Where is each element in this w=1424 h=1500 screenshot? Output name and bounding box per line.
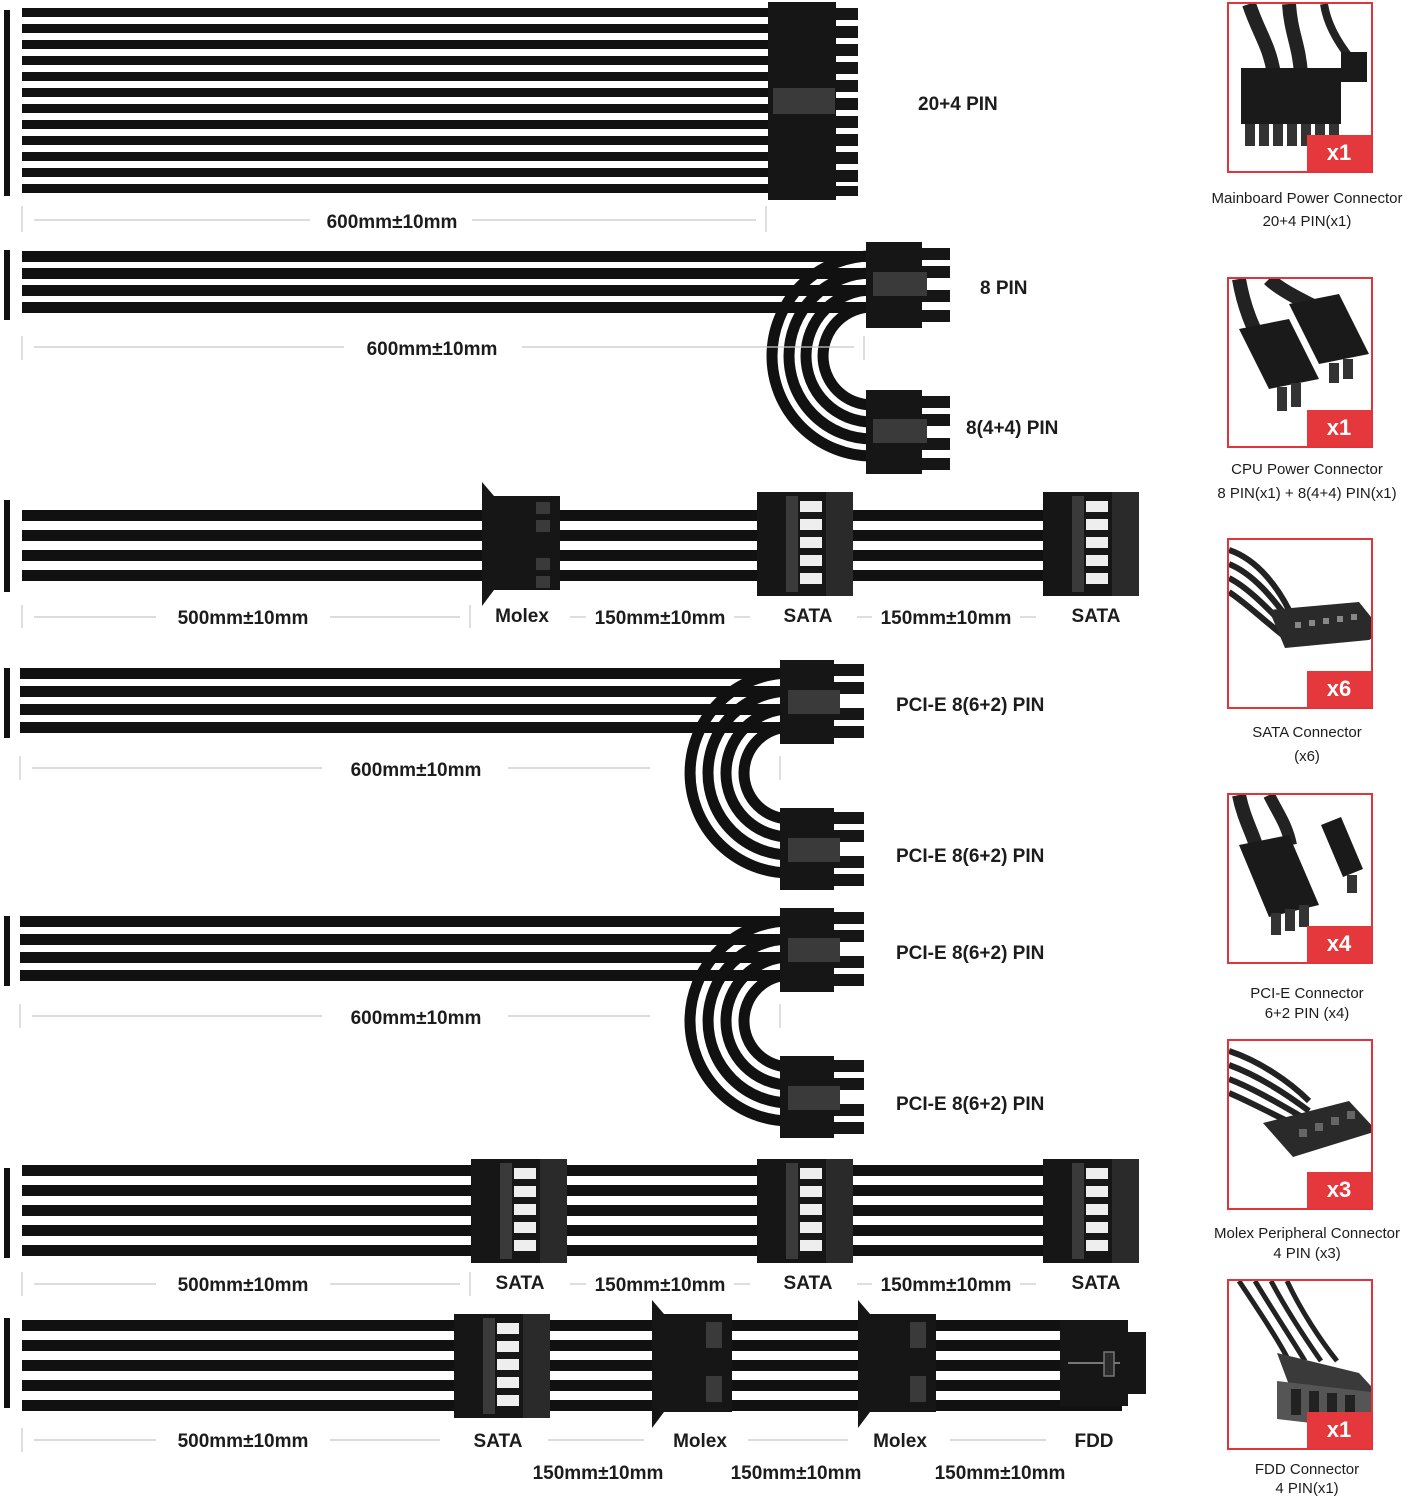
- molex-connector: [652, 1300, 732, 1428]
- connector-label: PCI-E 8(6+2) PIN: [896, 695, 1044, 716]
- length-label: 150mm±10mm: [731, 1463, 862, 1484]
- connector-cards: x1 Mainboard Power Connector 20+4 PIN(x1…: [1190, 0, 1424, 1500]
- connector-label: SATA: [1072, 1273, 1121, 1294]
- length-label: 150mm±10mm: [881, 1275, 1012, 1296]
- sata-connector: [1043, 492, 1139, 596]
- quantity-badge: x4: [1307, 926, 1371, 962]
- cpu-8pin-connector: [866, 242, 950, 328]
- cable-sata-molex-molex-fdd: SATA Molex Molex FDD 500mm±10mm 150mm±10…: [4, 1300, 1146, 1484]
- card-caption: (x6): [1294, 748, 1320, 765]
- pcie-connector: [780, 660, 864, 744]
- fdd-connector-icon: x1: [1227, 1279, 1373, 1450]
- length-label: 500mm±10mm: [178, 1275, 309, 1296]
- card-caption: 4 PIN(x1): [1275, 1480, 1339, 1497]
- length-label: 150mm±10mm: [935, 1463, 1066, 1484]
- connector-label: SATA: [496, 1273, 545, 1294]
- card-caption: PCI-E Connector: [1250, 985, 1364, 1002]
- cable-sata-sata-sata: SATA SATA SATA 500mm±10mm 150mm±10mm 150…: [4, 1159, 1139, 1296]
- fdd-connector: [1060, 1320, 1146, 1406]
- length-label: 150mm±10mm: [881, 608, 1012, 629]
- length-label: 600mm±10mm: [351, 1008, 482, 1029]
- cable-molex-sata-sata: Molex SATA SATA 500mm±10mm 150mm±10mm 15…: [4, 482, 1139, 629]
- length-label: 500mm±10mm: [178, 1431, 309, 1452]
- connector-label: SATA: [784, 1273, 833, 1294]
- length-label: 150mm±10mm: [595, 1275, 726, 1296]
- length-label: 150mm±10mm: [533, 1463, 664, 1484]
- card-caption: Molex Peripheral Connector: [1214, 1225, 1400, 1242]
- card-caption: SATA Connector: [1252, 724, 1362, 741]
- quantity-badge: x1: [1307, 410, 1371, 446]
- connector-label: SATA: [474, 1431, 523, 1452]
- cable-cpu-8pin: 8 PIN 8(4+4) PIN 600mm±10mm: [4, 242, 1058, 474]
- connector-label: SATA: [1072, 606, 1121, 627]
- connector-label: Molex: [495, 606, 549, 627]
- length-label: 500mm±10mm: [178, 608, 309, 629]
- connector-label: PCI-E 8(6+2) PIN: [896, 1094, 1044, 1115]
- connector-label: 8(4+4) PIN: [966, 418, 1058, 439]
- sata-connector-icon: x6: [1227, 538, 1373, 709]
- cable-diagram: 20+4 PIN 600mm±10mm: [4, 2, 1146, 1484]
- length-label: 600mm±10mm: [367, 339, 498, 360]
- atx-24pin-connector-icon: x1: [1227, 2, 1373, 173]
- quantity-badge: x6: [1307, 671, 1371, 707]
- length-label: 150mm±10mm: [595, 608, 726, 629]
- molex-connector: [858, 1300, 936, 1428]
- sata-connector: [757, 1159, 853, 1263]
- cable-pcie-b: PCI-E 8(6+2) PIN PCI-E 8(6+2) PIN 600mm±…: [4, 908, 1044, 1138]
- sata-connector: [471, 1159, 567, 1263]
- card-caption: Mainboard Power Connector: [1211, 190, 1403, 207]
- pcie-connector: [780, 908, 864, 992]
- card-caption: 20+4 PIN(x1): [1262, 213, 1352, 230]
- pcie-connector-icon: x4: [1227, 793, 1373, 964]
- card-caption: CPU Power Connector: [1231, 461, 1383, 478]
- cable-pcie-a: PCI-E 8(6+2) PIN PCI-E 8(6+2) PIN 600mm±…: [4, 660, 1044, 890]
- card-caption: 6+2 PIN (x4): [1264, 1005, 1350, 1022]
- card-caption: 8 PIN(x1) + 8(4+4) PIN(x1): [1217, 485, 1397, 502]
- connector-label: 8 PIN: [980, 278, 1028, 299]
- length-label: 600mm±10mm: [327, 212, 458, 233]
- sata-connector: [454, 1314, 550, 1418]
- molex-connector-icon: x3: [1227, 1039, 1373, 1210]
- quantity-badge: x3: [1307, 1172, 1371, 1208]
- quantity-badge: x1: [1307, 1412, 1371, 1448]
- card-caption: 4 PIN (x3): [1273, 1245, 1341, 1262]
- length-label: 600mm±10mm: [351, 760, 482, 781]
- cable-20-4-pin: 20+4 PIN 600mm±10mm: [4, 2, 998, 233]
- pcie-connector: [780, 808, 864, 890]
- connector-label: Molex: [873, 1431, 927, 1452]
- connector-label: SATA: [784, 606, 833, 627]
- connector-label: 20+4 PIN: [918, 94, 998, 115]
- connector-label: PCI-E 8(6+2) PIN: [896, 943, 1044, 964]
- pcie-connector: [780, 1056, 864, 1138]
- connector-label: FDD: [1074, 1431, 1113, 1452]
- atx-24pin-connector: [768, 2, 858, 200]
- connector-label: Molex: [673, 1431, 727, 1452]
- cpu-4-4pin-connector: [866, 390, 950, 474]
- sata-connector: [1043, 1159, 1139, 1263]
- card-caption: FDD Connector: [1254, 1461, 1360, 1478]
- sata-connector: [757, 492, 853, 596]
- connector-label: PCI-E 8(6+2) PIN: [896, 846, 1044, 867]
- quantity-badge: x1: [1307, 135, 1371, 171]
- molex-connector: [482, 482, 560, 606]
- cpu-8pin-connector-icon: x1: [1227, 277, 1373, 448]
